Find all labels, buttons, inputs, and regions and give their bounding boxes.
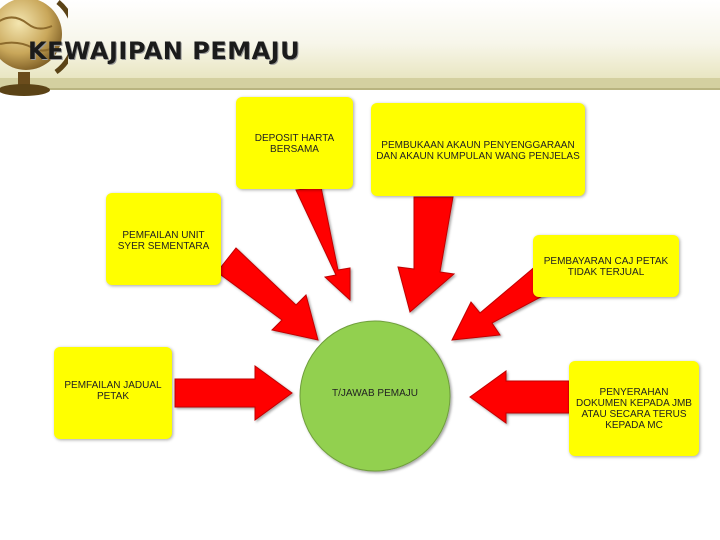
hub-label: T/JAWAB PEMAJU — [332, 388, 418, 399]
box-penyerahan-label: PENYERAHAN DOKUMEN KEPADA JMB ATAU SECAR… — [576, 387, 692, 431]
box-caj-petak-label: PEMBAYARAN CAJ PETAK TIDAK TERJUAL — [543, 256, 669, 278]
header-divider — [0, 88, 720, 90]
box-pembukaan-akaun: PEMBUKAAN AKAUN PENYENGGARAAN DAN AKAUN … — [371, 103, 585, 196]
box-pembayaran-caj-petak: PEMBAYARAN CAJ PETAK TIDAK TERJUAL — [533, 235, 679, 297]
header-band — [0, 0, 720, 78]
page-title: KEWAJIPAN PEMAJU — [28, 37, 301, 65]
box-pemfailan-jadual-petak: PEMFAILAN JADUAL PETAK — [54, 347, 172, 439]
header-strip — [0, 78, 720, 88]
box-pembukaan-label: PEMBUKAAN AKAUN PENYENGGARAAN DAN AKAUN … — [376, 140, 580, 162]
box-jadual-petak-label: PEMFAILAN JADUAL PETAK — [64, 380, 162, 402]
arrow-penyerahan-to-hub — [469, 370, 570, 424]
box-unit-syer-label: PEMFAILAN UNIT SYER SEMENTARA — [117, 230, 210, 252]
box-deposit-harta-bersama: DEPOSIT HARTA BERSAMA — [236, 97, 353, 189]
globe-icon — [0, 0, 68, 96]
box-penyerahan-dokumen: PENYERAHAN DOKUMEN KEPADA JMB ATAU SECAR… — [569, 361, 699, 456]
arrow-unit-syer-to-hub — [216, 247, 319, 341]
box-pemfailan-unit-syer: PEMFAILAN UNIT SYER SEMENTARA — [106, 193, 221, 285]
box-deposit-label: DEPOSIT HARTA BERSAMA — [254, 133, 335, 155]
arrow-jadual-to-hub — [174, 365, 293, 421]
arrow-deposit-to-hub — [295, 186, 351, 302]
hub-circle — [299, 320, 451, 472]
arrow-pembukaan-to-hub — [397, 196, 456, 313]
